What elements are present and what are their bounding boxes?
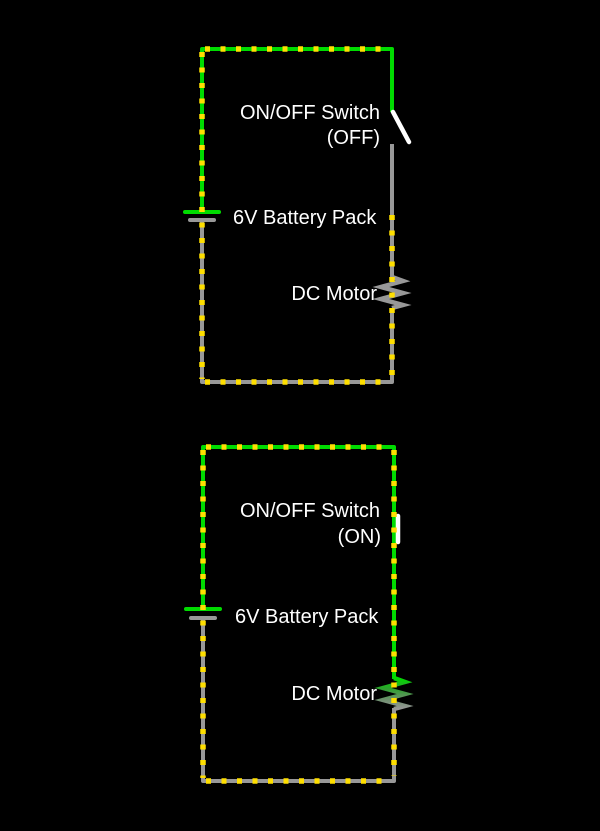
battery-label: 6V Battery Pack xyxy=(233,207,377,229)
battery-icon xyxy=(183,210,221,222)
motor-resistor-icon xyxy=(372,274,412,311)
switch-label: ON/OFF Switch xyxy=(240,500,380,522)
motor-label: DC Motor xyxy=(291,683,377,705)
battery-label: 6V Battery Pack xyxy=(235,606,379,628)
wire-dash-marks xyxy=(199,46,395,385)
circuit-on: ON/OFF Switch (ON) 6V Battery Pack DC Mo… xyxy=(184,444,414,784)
wire-energized-on-circuit xyxy=(201,445,396,679)
motor-label: DC Motor xyxy=(291,283,377,305)
circuit-off: ON/OFF Switch (OFF) 6V Battery Pack DC M… xyxy=(183,46,412,385)
battery-icon xyxy=(184,607,222,620)
switch-state-label: (OFF) xyxy=(327,127,380,149)
switch-state-label: (ON) xyxy=(338,526,381,548)
switch-label: ON/OFF Switch xyxy=(240,102,380,124)
switch-open-icon xyxy=(390,109,412,145)
motor-resistor-icon xyxy=(374,675,414,712)
